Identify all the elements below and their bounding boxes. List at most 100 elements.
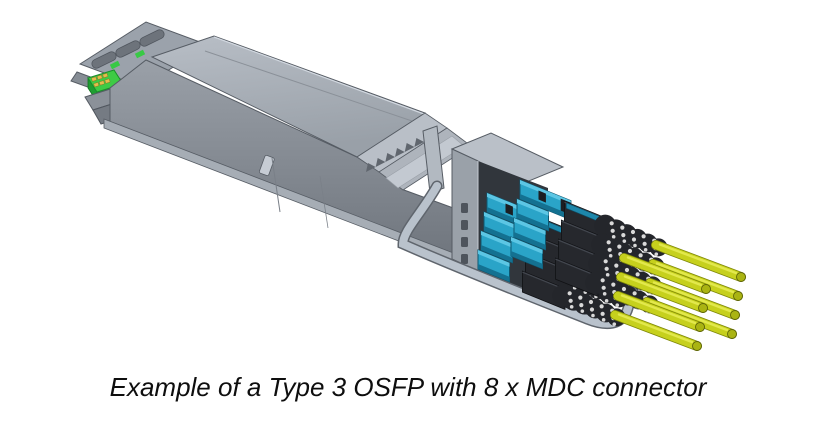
mdc-body-highlight xyxy=(520,180,571,205)
serration-tooth xyxy=(366,163,376,172)
cable-tip xyxy=(733,291,743,301)
boot-hole xyxy=(609,221,614,226)
cable-highlight xyxy=(617,313,694,344)
mdc-body-shade xyxy=(484,226,516,244)
cable-highlight xyxy=(649,300,729,332)
boot-hole xyxy=(588,299,594,305)
boot-hole xyxy=(641,234,646,239)
boot-hole xyxy=(599,304,604,309)
cable-highlight xyxy=(652,281,732,313)
gold-contact-pads xyxy=(91,72,111,88)
cable-highlight xyxy=(626,256,703,287)
boot-hole xyxy=(603,259,608,264)
gold-pad xyxy=(104,78,111,84)
mdc-body-highlight xyxy=(478,250,510,267)
fiber-cables xyxy=(610,240,746,351)
boot-hole xyxy=(611,235,616,239)
mdc-body-highlight xyxy=(514,218,546,235)
boot-hole xyxy=(591,313,595,318)
mdc-body-highlight xyxy=(517,199,549,216)
boot-hole xyxy=(624,267,630,273)
cable-tip xyxy=(736,272,746,282)
cable-tip xyxy=(695,322,705,332)
cable-highlight xyxy=(623,275,700,306)
bracket-slot xyxy=(91,51,117,69)
boot-hole xyxy=(602,292,607,296)
fiber-cable xyxy=(610,310,702,351)
pull-tab-post xyxy=(422,125,445,194)
green-insert xyxy=(134,49,146,59)
serration-tooth xyxy=(414,138,425,147)
mdc-body-highlight xyxy=(511,237,543,254)
housing-slot xyxy=(461,254,468,264)
cable-jacket xyxy=(616,272,708,313)
boot-hole xyxy=(611,282,616,287)
top-edge-highlight xyxy=(213,36,425,115)
boot-hole xyxy=(604,266,609,271)
mdc-body-shade xyxy=(514,232,546,250)
boot-hole xyxy=(600,278,605,283)
side-seam xyxy=(319,175,329,229)
mdc-detail xyxy=(505,203,513,216)
bracket-slot xyxy=(139,29,165,47)
cable-tip xyxy=(698,303,708,313)
boot-hole xyxy=(631,237,637,242)
gold-pad xyxy=(91,76,97,82)
cable-highlight xyxy=(620,294,697,325)
boot-hole xyxy=(635,272,640,277)
mdc-body-highlight xyxy=(484,212,516,229)
side-clip-tab xyxy=(259,154,275,176)
fiber-cable xyxy=(616,272,708,313)
serration-tooth xyxy=(395,148,405,157)
boot-hole xyxy=(601,318,606,322)
boot-hole xyxy=(622,239,627,243)
boot-hole xyxy=(654,252,659,256)
side-seam xyxy=(271,157,281,213)
boot-hole xyxy=(643,248,648,252)
fiber-cable xyxy=(651,240,746,282)
bracket-slot xyxy=(115,40,141,58)
gold-pad xyxy=(102,72,109,79)
mdc-body-shade xyxy=(517,213,549,231)
figure-caption: Example of a Type 3 OSFP with 8 x MDC co… xyxy=(109,372,707,402)
serration-tooth xyxy=(404,143,415,152)
serration-tooth xyxy=(375,158,386,167)
boot-hole xyxy=(608,254,613,258)
mdc-body-highlight xyxy=(481,231,513,248)
housing-slot xyxy=(461,237,468,247)
cable-tip xyxy=(701,284,711,294)
boot-hole xyxy=(632,291,637,296)
mdc-body-shade xyxy=(481,245,513,263)
boot-hole xyxy=(620,225,625,230)
boot-hole xyxy=(621,233,626,238)
module-body xyxy=(103,35,472,264)
fiber-cable xyxy=(613,291,705,332)
boot-hole xyxy=(606,240,611,245)
boot-hole xyxy=(601,285,606,290)
boot-hole xyxy=(633,243,637,248)
boot-hole xyxy=(569,305,574,309)
boot-hole xyxy=(604,299,609,303)
mdc-connector xyxy=(519,179,668,257)
boot-hole xyxy=(638,253,643,258)
housing-slot xyxy=(461,203,468,213)
cable-tip xyxy=(730,310,740,320)
boot-hole xyxy=(568,298,573,303)
cable-jacket xyxy=(613,291,705,332)
boot-hole xyxy=(605,273,610,277)
osfp-module xyxy=(70,21,472,264)
gold-pad xyxy=(98,80,105,86)
boot-hole xyxy=(630,229,636,235)
boot-hole xyxy=(617,244,622,249)
boot-hole xyxy=(627,248,633,254)
boot-hole xyxy=(607,247,612,252)
mdc-connector xyxy=(477,249,626,327)
green-insert xyxy=(109,60,121,70)
cable-tip xyxy=(692,341,702,351)
boot-hole xyxy=(612,322,617,326)
gold-pad xyxy=(93,82,100,88)
cable-jacket xyxy=(610,310,702,351)
cable-highlight xyxy=(658,243,738,275)
cable-tip xyxy=(727,329,737,339)
